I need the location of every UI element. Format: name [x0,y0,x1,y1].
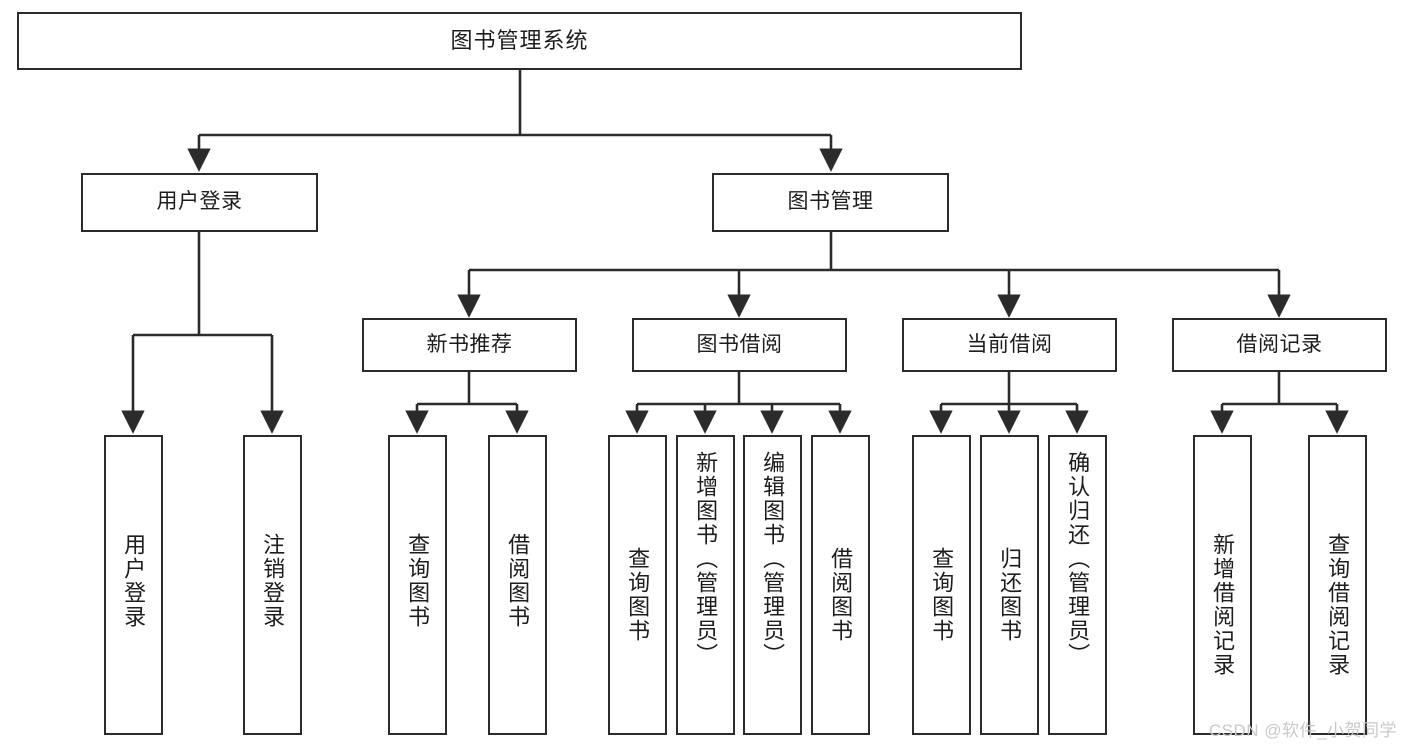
node-book-borrow-label: 图书借阅 [696,332,783,356]
leaf-current-confirm-return[interactable]: 确认归还（管理员） [1048,435,1107,735]
leaf-user-login-login[interactable]: 用户登录 [104,435,163,735]
leaf-current-return-book-label: 归还图书 [997,547,1023,643]
leaf-borrow-borrow-book-label: 借阅图书 [828,547,854,643]
leaf-record-add-label: 新增借阅记录 [1210,533,1236,677]
leaf-user-login-logout[interactable]: 注销登录 [243,435,302,735]
leaf-current-confirm-return-label: 确认归还（管理员） [1065,451,1091,667]
node-book-management-label: 图书管理 [787,190,874,214]
node-root-label: 图书管理系统 [450,28,589,54]
leaf-borrow-borrow-book[interactable]: 借阅图书 [811,435,870,735]
node-book-management[interactable]: 图书管理 [712,173,949,232]
node-root[interactable]: 图书管理系统 [17,12,1022,70]
node-new-book-recommend[interactable]: 新书推荐 [362,318,577,372]
leaf-current-query-book[interactable]: 查询图书 [912,435,971,735]
leaf-new-book-query[interactable]: 查询图书 [388,435,447,735]
node-current-borrow[interactable]: 当前借阅 [902,318,1117,372]
node-user-login-label: 用户登录 [156,190,243,214]
node-user-login[interactable]: 用户登录 [81,173,318,232]
node-new-book-recommend-label: 新书推荐 [426,332,513,356]
node-borrow-record[interactable]: 借阅记录 [1172,318,1387,372]
leaf-new-book-borrow-label: 借阅图书 [505,533,531,629]
leaf-current-return-book[interactable]: 归还图书 [980,435,1039,735]
leaf-borrow-edit-book-label: 编辑图书（管理员） [760,451,786,667]
node-book-borrow[interactable]: 图书借阅 [632,318,847,372]
leaf-borrow-add-book-label: 新增图书（管理员） [693,451,719,667]
leaf-record-add[interactable]: 新增借阅记录 [1193,435,1252,735]
watermark: CSDN @软件_小贺同学 [1208,721,1397,740]
leaf-record-query[interactable]: 查询借阅记录 [1308,435,1367,735]
leaf-borrow-query-book-label: 查询图书 [625,547,651,643]
leaf-record-query-label: 查询借阅记录 [1325,533,1351,677]
leaf-current-query-book-label: 查询图书 [929,547,955,643]
leaf-user-login-logout-label: 注销登录 [260,533,286,629]
node-borrow-record-label: 借阅记录 [1236,332,1323,356]
leaf-borrow-add-book[interactable]: 新增图书（管理员） [676,435,735,735]
leaf-borrow-edit-book[interactable]: 编辑图书（管理员） [743,435,802,735]
leaf-new-book-borrow[interactable]: 借阅图书 [488,435,547,735]
leaf-new-book-query-label: 查询图书 [405,533,431,629]
node-current-borrow-label: 当前借阅 [966,332,1053,356]
leaf-user-login-login-label: 用户登录 [121,533,147,629]
leaf-borrow-query-book[interactable]: 查询图书 [608,435,667,735]
